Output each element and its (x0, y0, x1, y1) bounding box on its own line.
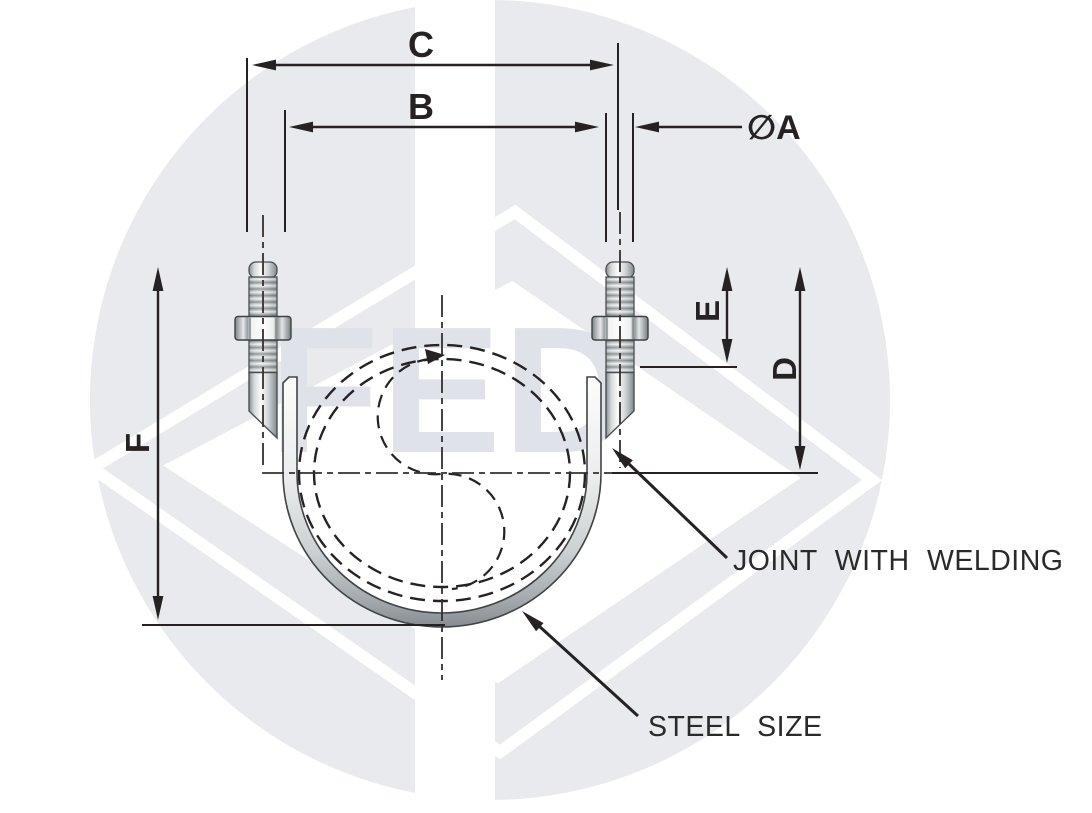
b-right-arrowhead-icon (575, 121, 599, 133)
dimension-label-b: B (408, 86, 434, 127)
joint-leader-arrowhead-icon (612, 448, 633, 469)
dimension-lines (152, 59, 806, 620)
e-top-arrowhead-icon (721, 267, 733, 291)
dimension-label-f: F (119, 433, 156, 453)
leader-callouts (522, 448, 729, 718)
dimension-label-diameter-a: ∅A (747, 109, 801, 147)
pipe-s-break-curve (376, 357, 506, 591)
annotation-joint-with-welding: JOINT WITH WELDING (733, 545, 1063, 577)
diameter-a-arrowhead-icon (635, 121, 659, 133)
steel-leader-line (537, 624, 640, 718)
extension-lines (142, 43, 818, 626)
steel-leader-arrowhead-icon (522, 611, 544, 632)
centerlines (262, 212, 621, 680)
u-strap (282, 376, 602, 628)
c-right-arrowhead-icon (590, 59, 614, 71)
joint-leader-line (627, 462, 729, 560)
dimension-label-d: D (766, 357, 803, 381)
f-top-arrowhead-icon (152, 267, 164, 291)
c-left-arrowhead-icon (252, 59, 276, 71)
watermark-outer-diamond (80, 204, 883, 760)
s-curve-arrowhead-icon (425, 349, 445, 364)
watermark-logo: F E D (80, 0, 890, 813)
dimension-label-e: E (689, 300, 726, 322)
d-bottom-arrowhead-icon (794, 446, 806, 470)
annotation-steel-size: STEEL SIZE (648, 711, 823, 743)
b-left-arrowhead-icon (289, 121, 313, 133)
e-bottom-arrowhead-icon (721, 339, 733, 363)
dimension-label-c: C (408, 24, 434, 65)
f-bottom-arrowhead-icon (152, 596, 164, 620)
watermark-text: FED (269, 290, 635, 491)
d-top-arrowhead-icon (794, 267, 806, 291)
